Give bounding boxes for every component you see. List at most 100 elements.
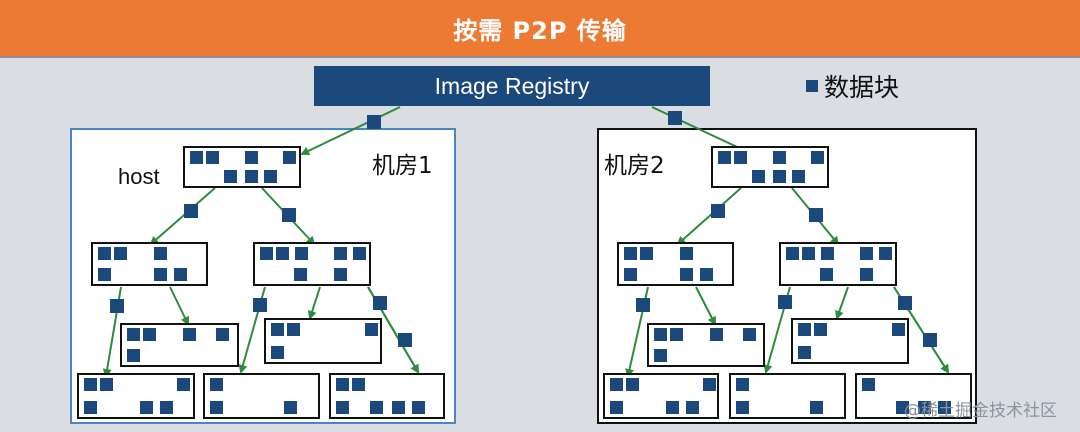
- header-title: 按需 P2P 传输: [453, 16, 627, 45]
- transfer-arrow: [695, 286, 716, 326]
- host-node: [120, 323, 239, 367]
- host-node-box: [253, 242, 371, 286]
- room-2-label: 机房2: [604, 153, 665, 179]
- host-label: host: [118, 164, 160, 189]
- host-node-box: [779, 242, 897, 286]
- in-transit-data-block: [898, 296, 912, 310]
- in-transit-data-block: [778, 295, 792, 309]
- data-block: [224, 170, 237, 183]
- data-block: [334, 247, 347, 260]
- in-transit-data-block: [110, 299, 124, 313]
- data-block: [183, 328, 196, 341]
- data-block: [154, 268, 167, 281]
- transfer-arrow: [835, 286, 849, 320]
- data-block: [752, 170, 765, 183]
- in-transit-data-block: [636, 298, 650, 312]
- data-block: [786, 247, 799, 260]
- data-block: [160, 401, 173, 414]
- data-block: [773, 170, 786, 183]
- room-1-label: 机房1: [372, 153, 433, 179]
- data-block: [821, 247, 834, 260]
- host-node: [855, 373, 972, 419]
- data-block: [654, 349, 667, 362]
- host-node-box: [77, 373, 195, 419]
- data-block: [700, 268, 713, 281]
- data-block: [84, 401, 97, 414]
- image-registry-node: Image Registry: [314, 66, 710, 106]
- data-block: [918, 401, 931, 414]
- in-transit-data-block: [184, 204, 198, 218]
- host-node: [617, 242, 734, 286]
- host-node-box: [711, 146, 829, 188]
- host-node: [647, 323, 765, 367]
- data-block: [174, 268, 187, 281]
- data-block: [743, 328, 756, 341]
- data-block: [100, 378, 113, 391]
- legend: 数据块: [806, 70, 899, 102]
- data-block: [680, 268, 693, 281]
- data-block: [140, 401, 153, 414]
- data-block: [98, 268, 111, 281]
- data-block: [352, 378, 365, 391]
- data-block: [810, 401, 823, 414]
- data-block: [206, 151, 219, 164]
- data-block: [879, 247, 892, 260]
- host-node-box: [203, 373, 320, 419]
- host-node-box: [183, 146, 301, 188]
- data-block: [892, 323, 905, 336]
- data-block: [190, 151, 203, 164]
- data-block: [260, 247, 273, 260]
- host-node-box: [729, 373, 846, 419]
- data-block: [811, 151, 824, 164]
- data-block: [98, 247, 111, 260]
- data-block: [610, 378, 623, 391]
- data-block: [336, 401, 349, 414]
- host-node: [791, 318, 909, 364]
- data-block: [624, 247, 637, 260]
- data-block: [896, 401, 909, 414]
- data-block: [245, 151, 258, 164]
- data-block: [640, 247, 653, 260]
- data-block: [792, 170, 805, 183]
- data-block: [736, 401, 749, 414]
- slide-header: 按需 P2P 传输: [0, 0, 1080, 58]
- data-block: [686, 401, 699, 414]
- data-block: [412, 401, 425, 414]
- data-block: [802, 247, 815, 260]
- host-node: [264, 318, 382, 364]
- data-block: [283, 151, 296, 164]
- data-block: [798, 346, 811, 359]
- data-block: [84, 378, 97, 391]
- host-node: [203, 373, 320, 419]
- transfer-arrow: [169, 286, 189, 326]
- in-transit-data-block: [809, 208, 823, 222]
- data-block: [820, 268, 833, 281]
- data-block: [798, 323, 811, 336]
- in-transit-data-block: [711, 204, 725, 218]
- in-transit-data-block: [367, 115, 381, 129]
- data-block: [271, 323, 284, 336]
- transfer-arrow: [300, 106, 401, 156]
- transfer-arrow: [307, 286, 321, 320]
- data-block: [734, 151, 747, 164]
- data-block: [276, 247, 289, 260]
- in-transit-data-block: [923, 333, 937, 347]
- in-transit-data-block: [282, 208, 296, 222]
- data-block: [654, 328, 667, 341]
- data-block: [718, 151, 731, 164]
- host-node: [183, 146, 301, 188]
- data-block: [610, 401, 623, 414]
- data-block: [860, 268, 873, 281]
- data-block: [710, 328, 723, 341]
- host-node: [253, 242, 371, 286]
- data-block: [862, 378, 875, 391]
- data-block: [154, 247, 167, 260]
- data-block: [666, 401, 679, 414]
- data-block: [177, 378, 190, 391]
- data-block: [670, 328, 683, 341]
- host-node-box: [855, 373, 972, 419]
- host-node: [603, 373, 719, 419]
- data-block: [365, 323, 378, 336]
- data-block: [294, 268, 307, 281]
